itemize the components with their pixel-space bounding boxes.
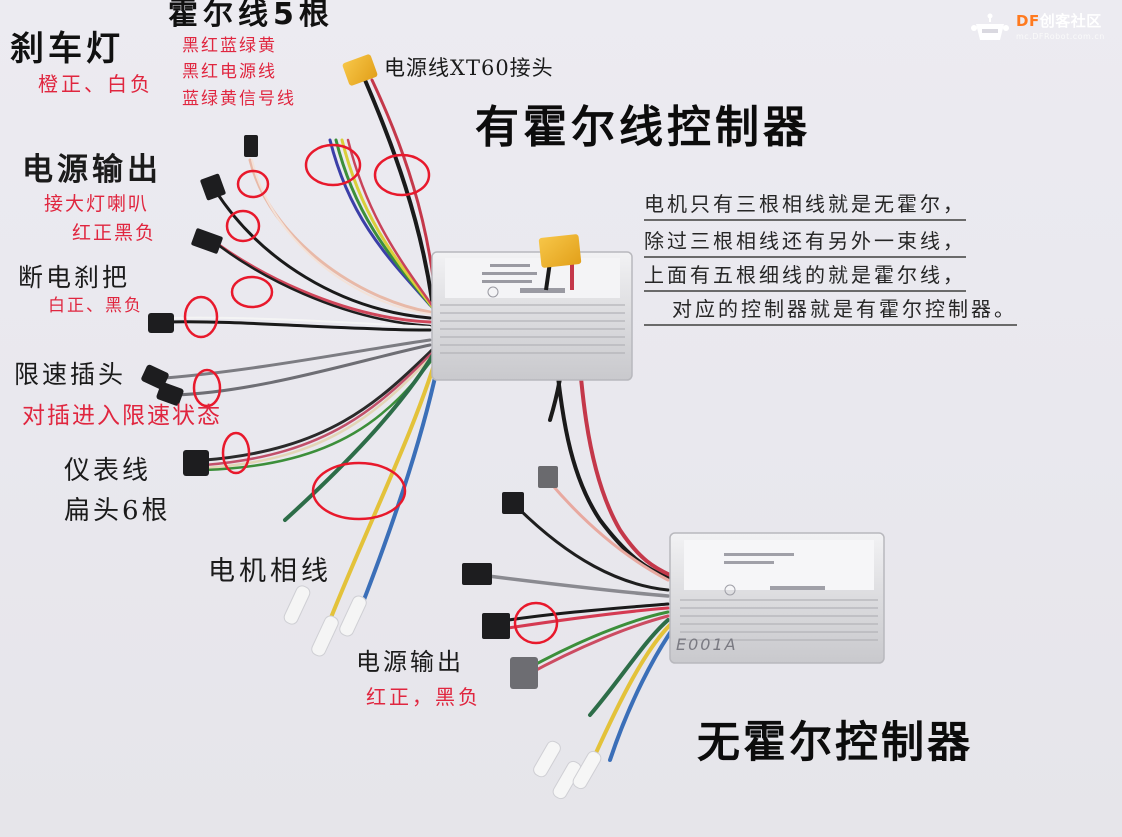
phase-terminals	[283, 585, 367, 657]
watermark-url: mc.DFRobot.com.cn	[1016, 32, 1105, 41]
connectors	[141, 135, 558, 689]
nohall-phase-terminals	[533, 740, 602, 800]
meter-plug	[183, 450, 209, 476]
nohall-controller-title: 无霍尔控制器	[697, 718, 973, 768]
nohall-plug-power	[482, 613, 510, 639]
speed-limit-note: 对插进入限速状态	[22, 403, 222, 429]
power-output-top-note-2: 红正黑负	[72, 222, 157, 244]
watermark-brand: DF创客社区	[1016, 12, 1102, 30]
hall-controller-wires	[163, 78, 568, 622]
brake-light-plug	[244, 135, 258, 157]
cutoff-brake-title: 断电刹把	[18, 263, 131, 292]
meter-wire-title: 仪表线	[64, 456, 152, 486]
power-out-plug	[200, 173, 226, 201]
motor-phase-label: 电机相线	[208, 556, 332, 587]
explanation-line-3: 上面有五根细线的就是霍尔线，	[644, 259, 966, 292]
dfrobot-watermark: DF创客社区 mc.DFRobot.com.cn	[968, 6, 1118, 46]
explanation-line-4: 对应的控制器就是有霍尔控制器。	[644, 293, 1017, 326]
hall-wires-note-3: 蓝绿黄信号线	[182, 89, 296, 109]
brake-light-title: 刹车灯	[10, 29, 124, 69]
robot-logo-icon	[971, 13, 1009, 40]
nohall-plug-2	[462, 563, 492, 585]
speed-limit-plug-b	[156, 382, 184, 406]
controller-stamp: E001A	[676, 635, 738, 654]
hall-wires-note-2: 黑红电源线	[182, 62, 277, 82]
power-output-bottom-note: 红正，黑负	[366, 685, 481, 709]
power-output-top-title: 电源输出	[22, 152, 162, 188]
nohall-plug-1	[502, 492, 524, 514]
hall-wires-title: 霍尔线5根	[168, 0, 334, 32]
explanation-line-2: 除过三根相线还有另外一束线，	[644, 225, 966, 258]
meter-wire-subtitle: 扁头6根	[64, 496, 171, 526]
brake-light-note: 橙正、白负	[38, 72, 153, 96]
nohall-controller-housing	[669, 532, 885, 664]
hall-controller-title: 有霍尔线控制器	[475, 102, 811, 153]
nohall-plug-grey	[538, 466, 558, 488]
annotation-circles	[183, 143, 559, 645]
cutoff-brake-plug	[148, 313, 174, 333]
power-xt60-label: 电源线XT60接头	[384, 56, 554, 80]
hall-wires-note-1: 黑红蓝绿黄	[182, 36, 277, 56]
explanation-line-1: 电机只有三根相线就是无霍尔，	[644, 188, 966, 221]
power-out-plug-2	[191, 228, 223, 254]
xt60-connector-top	[538, 234, 582, 291]
power-output-bottom-title: 电源输出	[356, 648, 464, 676]
hall-controller-housing	[431, 251, 633, 381]
power-output-top-note-1: 接大灯喇叭	[44, 193, 150, 215]
speed-limit-title: 限速插头	[14, 360, 127, 389]
nohall-meter-plug	[510, 657, 538, 689]
xt60-connector-input	[342, 54, 378, 86]
cutoff-brake-note: 白正、黑负	[48, 296, 143, 316]
